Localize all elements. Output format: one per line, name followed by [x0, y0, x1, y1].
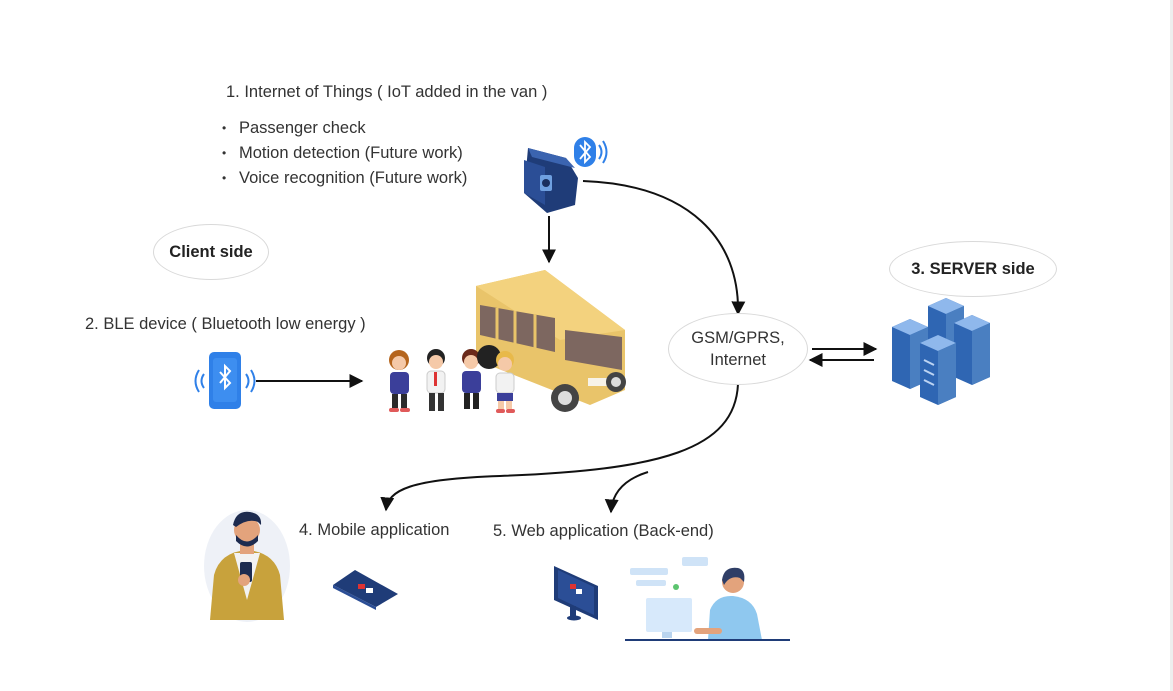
gsm-internet-oval: GSM/GPRS, Internet: [668, 313, 808, 385]
gsm-label: GSM/GPRS,: [691, 329, 785, 347]
list-item: Passenger check: [222, 117, 467, 142]
man-with-phone-icon: [204, 510, 290, 622]
iot-feature-list: Passenger check Motion detection (Future…: [222, 117, 467, 192]
client-side-label: Client side: [169, 242, 253, 261]
iot-title: 1. Internet of Things ( IoT added in the…: [226, 83, 548, 101]
mobile-application-label: 4. Mobile application: [299, 521, 450, 539]
list-item: Motion detection (Future work): [222, 142, 467, 167]
mobile-app-phone-icon: [333, 570, 398, 610]
internet-label: Internet: [710, 351, 766, 369]
students-icon: [389, 345, 515, 413]
connectors: [256, 180, 878, 514]
developer-at-computer-icon: [625, 557, 790, 641]
client-side-oval: Client side: [153, 224, 269, 280]
iot-camera-device-icon: [524, 148, 578, 213]
web-application-label: 5. Web application (Back-end): [493, 522, 714, 540]
page-edge-divider: [1170, 0, 1173, 691]
school-van-icon: [476, 270, 626, 412]
arrow-gsm-to-apps: [380, 383, 739, 512]
server-side-oval: 3. SERVER side: [889, 241, 1057, 297]
monitor-icon: [554, 566, 598, 621]
server-side-label: 3. SERVER side: [911, 259, 1035, 278]
list-item: Voice recognition (Future work): [222, 167, 467, 192]
ble-device-label: 2. BLE device ( Bluetooth low energy ): [85, 315, 366, 333]
arrow-iot-to-gsm: [582, 180, 746, 316]
server-stack-icon: [892, 298, 990, 405]
bluetooth-icon: [574, 137, 608, 167]
arrow-to-web: [604, 471, 649, 514]
bluetooth-phone-icon: [194, 352, 256, 409]
